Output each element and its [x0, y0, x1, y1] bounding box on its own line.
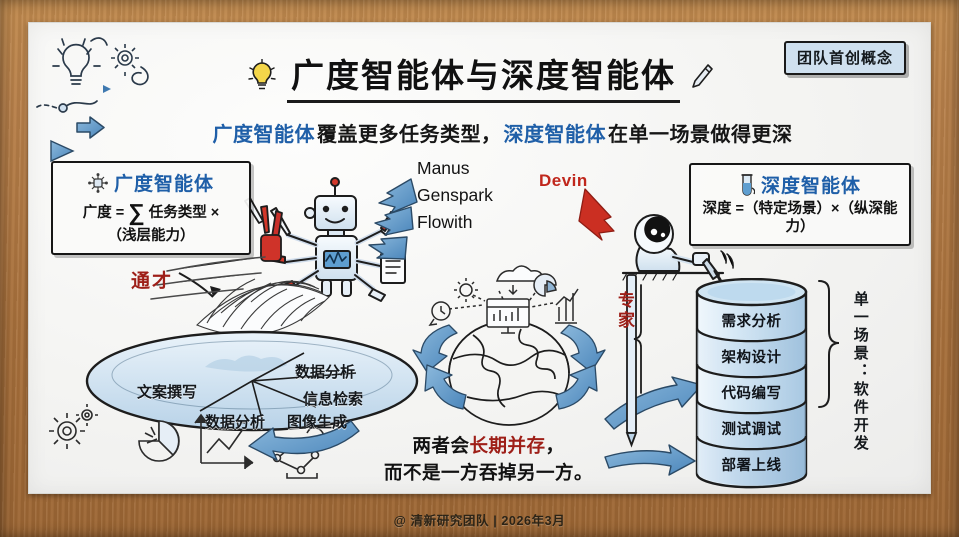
platter-segment-2: 图像生成: [287, 414, 348, 431]
globe-illustration: [448, 320, 570, 426]
statement-line1-red: 长期并存: [469, 435, 546, 456]
footer-credit: @ 清新研究团队 | 2026年3月: [393, 514, 566, 528]
breadth-definition-box: 广度智能体 广度 = ∑ 任务类型 × （浅层能力）: [51, 161, 251, 255]
cylinder-layer-0-label: 需求分析: [721, 314, 782, 330]
sigma-symbol: ∑: [128, 199, 145, 225]
platter-segment-4: 信息检索: [303, 391, 364, 408]
cylinder-layer-4-label: 部署上线: [721, 458, 782, 474]
list-item-genspark: Genspark: [417, 185, 493, 206]
depth-definition-box: 深度智能体 深度 =（特定场景）×（纵深能力）: [689, 163, 911, 247]
cylinder-layer-3-label: 测试调试: [721, 422, 782, 438]
breadth-robot-illustration: [260, 177, 406, 302]
breadth-box-header: 广度智能体: [63, 169, 239, 196]
globe-cycle-arrows: [412, 324, 606, 410]
scene-caption: 单一场景：软件开发: [851, 291, 869, 453]
subtitle: 广度智能体 覆盖更多任务类型， 深度智能体 在单一场景做得更深: [29, 118, 930, 147]
pencil-icon: [692, 64, 713, 88]
cylinder-layer-1-label: 架构设计: [721, 350, 782, 366]
annotation-specialist: 专家: [615, 291, 634, 331]
breadth-platter-labels: 文案撰写 数据分析 图像生成 数据分析 信息检索: [87, 323, 417, 435]
annotation-generalist: 通才: [131, 271, 174, 292]
breadth-heading-text: 广度智能体: [113, 174, 214, 195]
scene-brace: [818, 280, 840, 408]
generalist-arrow: [178, 272, 214, 298]
whiteboard-canvas: 广度智能体与深度智能体 团队首创概念 广度智能体 覆盖更多任务类型， 深度智能体…: [28, 22, 931, 494]
statement-line1-a: 两者会: [412, 435, 470, 456]
breadth-formula-a: 广度 =: [82, 205, 129, 221]
product-arrows: [368, 178, 418, 260]
subtitle-part-2: 覆盖更多任务类型，: [317, 124, 502, 146]
breadth-formula: 广度 = ∑ 任务类型 × （浅层能力）: [63, 198, 239, 245]
breadth-formula-line2: （浅层能力）: [107, 227, 195, 244]
platter-segment-0: 文案撰写: [137, 384, 198, 401]
subtitle-part-breadth: 广度智能体: [212, 124, 315, 146]
depth-formula: 深度 =（特定场景）×（纵深能力）: [702, 201, 898, 236]
statement-line-2: 而不是一方吞掉另一方。: [384, 461, 594, 483]
chip-network-icon: [88, 172, 108, 193]
devin-arrow-icon: [578, 188, 615, 241]
depth-box-header: 深度智能体: [701, 171, 899, 198]
status-badge: 团队首创概念: [783, 41, 906, 75]
data-icons-cluster: [428, 265, 579, 334]
title-text: 广度智能体与深度智能体: [287, 49, 680, 103]
breadth-product-list: Manus Genspark Flowith: [417, 155, 493, 236]
breadth-formula-b: 任务类型 ×: [144, 205, 220, 221]
lightbulb-icon: [248, 59, 276, 90]
subtitle-part-4: 在单一场景做得更深: [608, 124, 793, 146]
list-item-flowith: Flowith: [417, 212, 473, 233]
cylinder-layer-0: 需求分析: [694, 300, 809, 336]
test-tube-icon: [741, 173, 755, 196]
platter-segment-1: 数据分析: [205, 414, 266, 431]
list-item-manus: Manus: [417, 158, 470, 178]
cylinder-layer-3: 测试调试: [694, 408, 809, 444]
closing-statement: 两者会长期并存， 而不是一方吞掉另一方。: [384, 433, 593, 487]
subtitle-part-depth: 深度智能体: [503, 124, 606, 146]
depth-cylinder: 需求分析 架构设计 代码编写 测试调试 部署上线: [694, 278, 809, 493]
cylinder-layer-2-label: 代码编写: [721, 386, 782, 402]
platter-segment-3: 数据分析: [295, 364, 356, 381]
page-title: 广度智能体与深度智能体: [29, 49, 930, 103]
cylinder-layer-4: 部署上线: [694, 444, 809, 480]
depth-heading-text: 深度智能体: [760, 176, 861, 197]
statement-line-1: 两者会长期并存，: [384, 433, 593, 460]
statement-line1-b: ，: [545, 435, 565, 456]
cylinder-layer-1: 架构设计: [694, 336, 809, 372]
depth-product-devin: Devin: [539, 171, 588, 190]
cylinder-layer-2: 代码编写: [694, 372, 809, 408]
cylinder-shape: [695, 278, 808, 489]
